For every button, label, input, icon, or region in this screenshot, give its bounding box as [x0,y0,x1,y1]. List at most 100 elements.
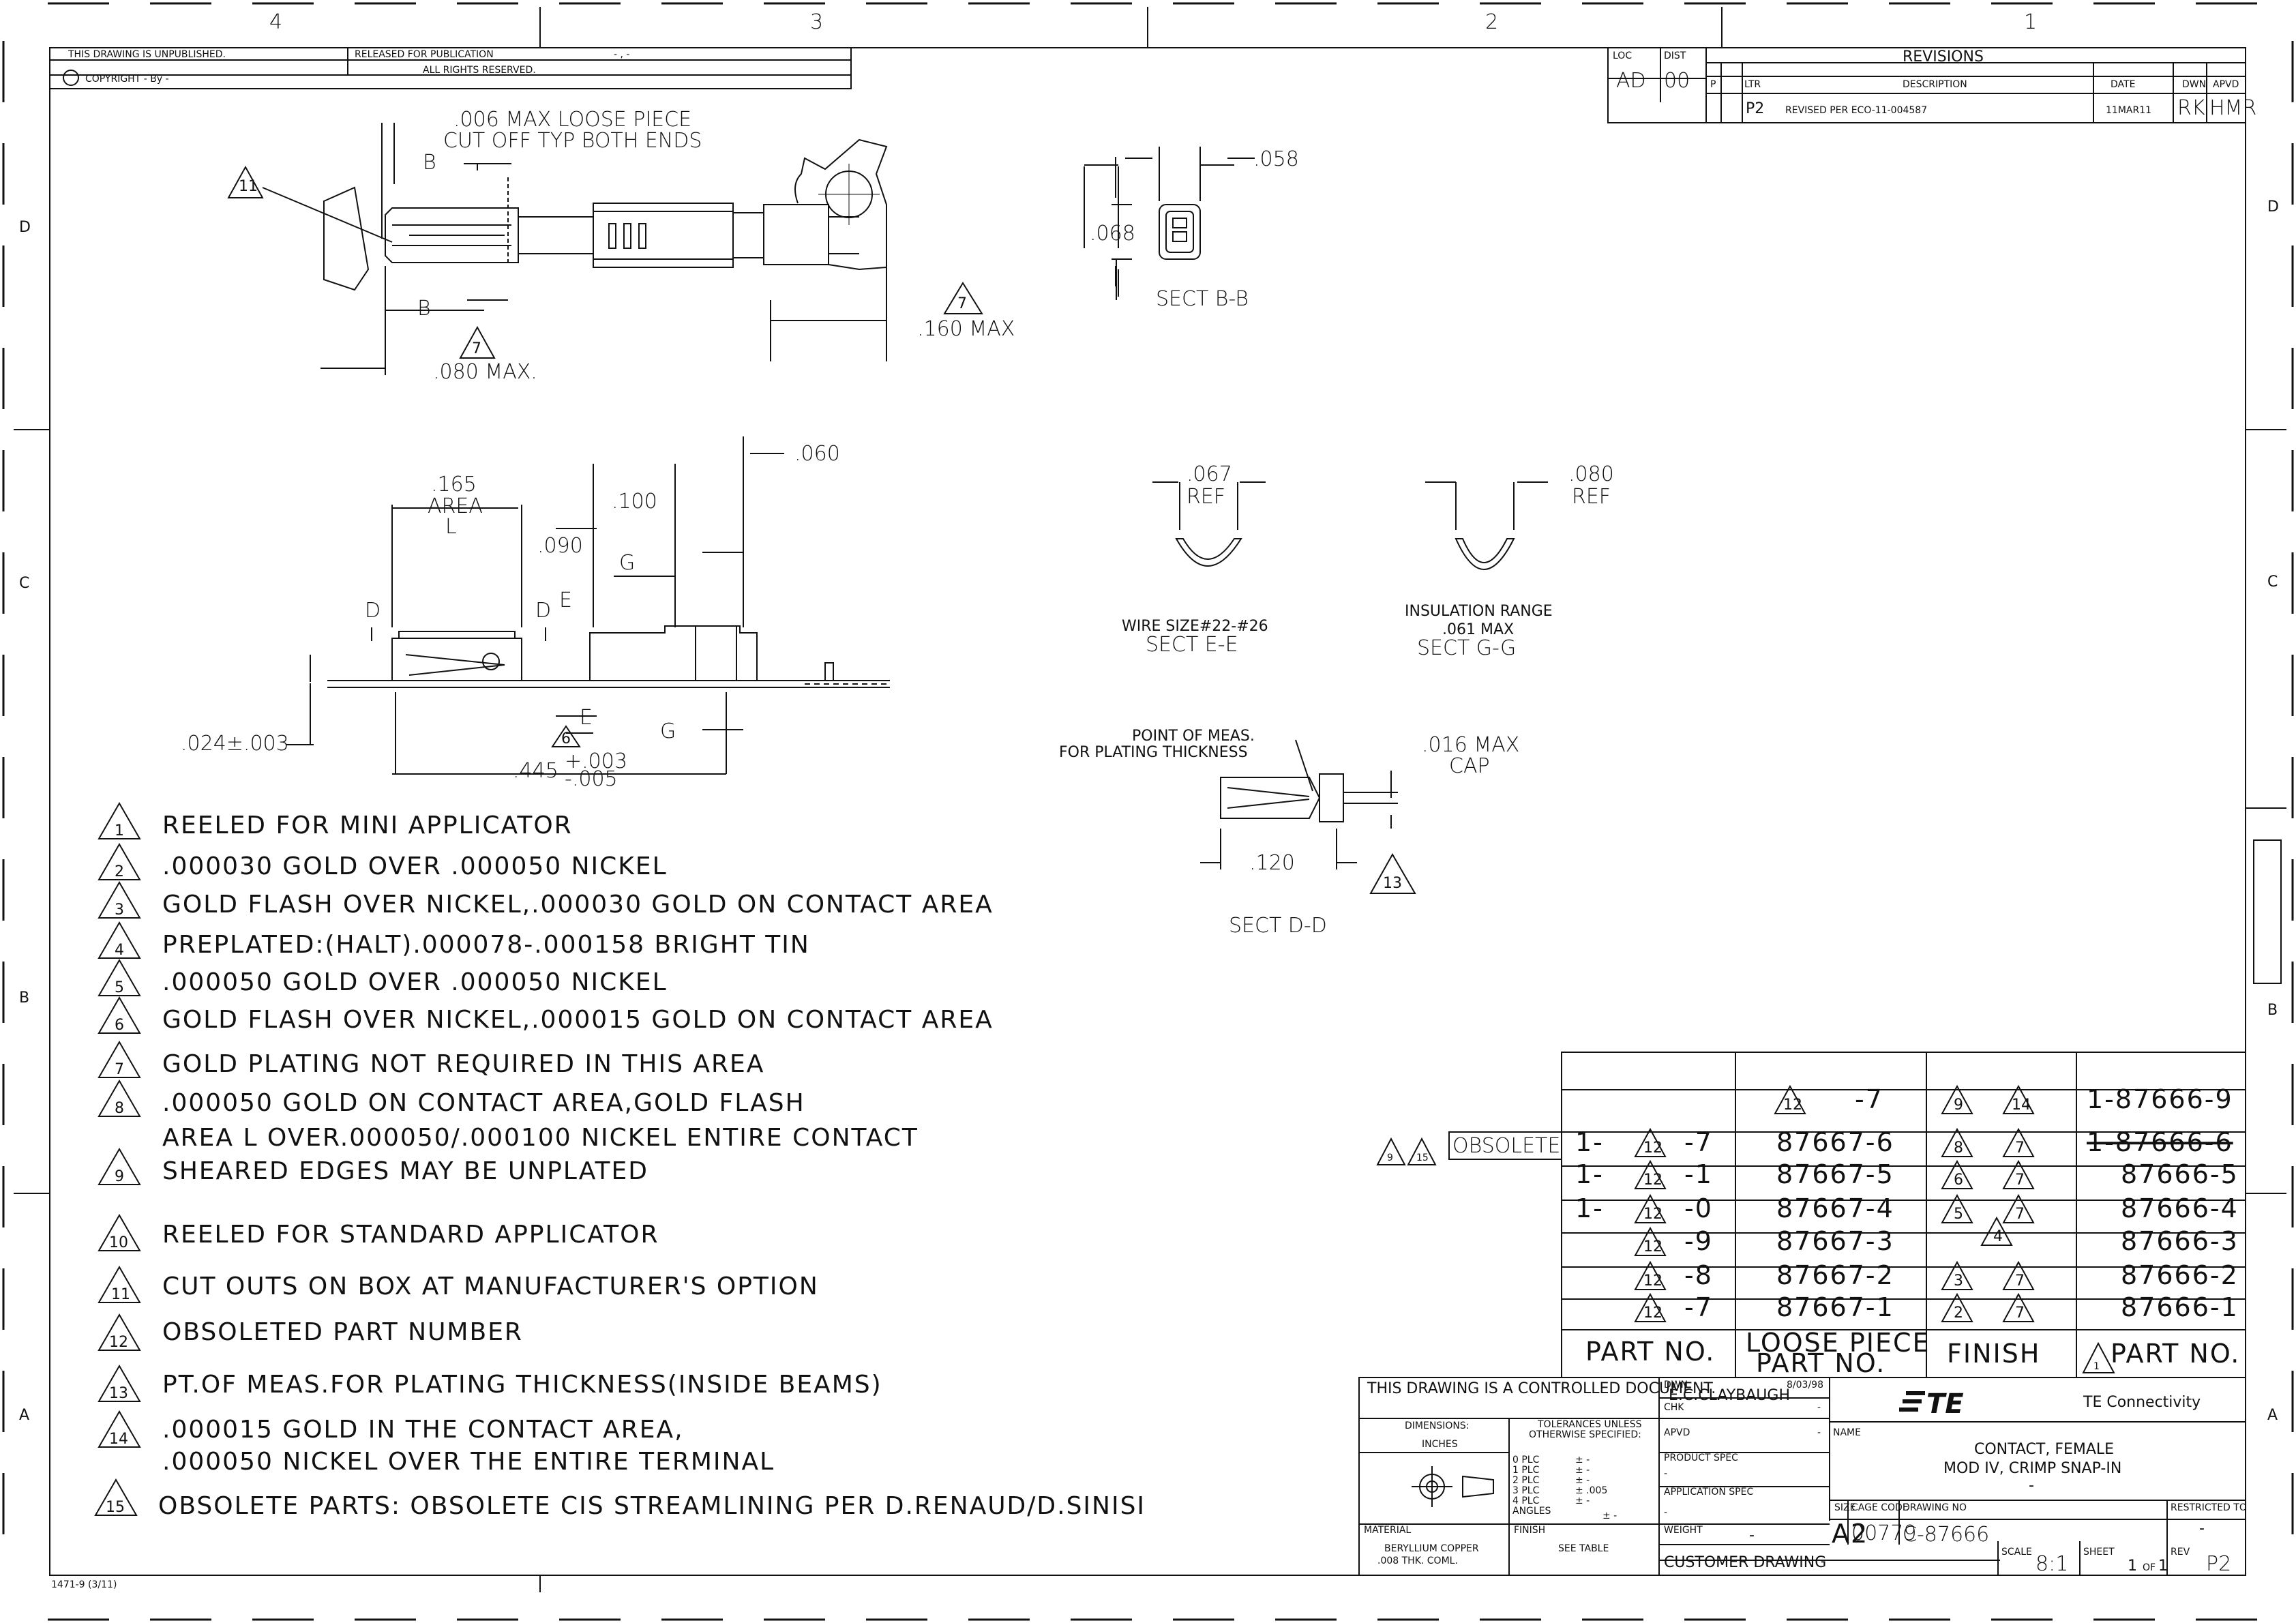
header-loose-part-no: PART NO. [1756,1348,1885,1378]
row-loose-part-no: 87667-1 [1776,1292,1894,1322]
apvd-label: APVD [1664,1427,1690,1438]
note-7-triangle-a-label: 7 [472,340,481,357]
section-dd [1200,739,1398,869]
ref-label-ee: REF [1187,485,1225,509]
note-14-number: 14 [109,1431,128,1448]
tolerances-label: TOLERANCES UNLESS [1537,1419,1642,1430]
obsolete-tri-b-label: 15 [1416,1152,1429,1163]
inches-label: INCHES [1422,1439,1458,1450]
note-4-text: PREPLATED:(HALT).000078-.000158 BRIGHT T… [162,931,810,959]
obsolete-tri-a-label: 9 [1387,1152,1393,1163]
size-value: A2 [1832,1519,1868,1549]
note-7-text: GOLD PLATING NOT REQUIRED IN THIS AREA [162,1050,764,1078]
note-3-number: 3 [115,902,124,919]
copyright-text: COPYRIGHT - By - [85,74,169,85]
row-part-no: 87666-5 [2121,1159,2239,1189]
col-label-1: 1 [2024,10,2037,34]
product-spec-label: PRODUCT SPEC [1664,1453,1738,1463]
dim-120: .120 [1249,851,1295,875]
row-finish-b-label: 7 [2015,1140,2025,1157]
chk-label: CHK [1664,1402,1684,1413]
note-10-number: 10 [109,1234,128,1251]
note-15-text: OBSOLETE PARTS: OBSOLETE CIS STREAMLININ… [158,1492,1146,1520]
top-view-contact [323,123,888,301]
note-3-text: GOLD FLASH OVER NICKEL,.000030 GOLD ON C… [162,891,994,919]
row-finish-b-triangle [2002,1127,2035,1157]
row-finish-b-label: 7 [2015,1206,2025,1223]
section-mark-d-right: D [535,599,551,623]
row-prefix: 1- [1575,1127,1604,1157]
plc-angles: ANGLES [1512,1506,1551,1517]
note-6-triangle [551,725,581,747]
header-final-part-no: PART NO. [2111,1339,2240,1369]
publication-box [49,47,852,89]
row-label-a-left: A [19,1407,29,1424]
dim-067: .067 [1187,462,1232,486]
note-2-text: .000030 GOLD OVER .000050 NICKEL [162,852,668,880]
size-label: SIZE [1834,1502,1855,1513]
row-obsoleted-triangle [1634,1127,1667,1157]
row-obsoleted-triangle [1634,1193,1667,1223]
area-label: AREA [428,494,483,518]
note-1-number: 1 [115,822,124,839]
rev-dwn: RK [2177,96,2205,120]
loose-piece-note-1: .006 MAX LOOSE PIECE [453,108,691,132]
finish-value: SEE TABLE [1558,1543,1609,1554]
note-8-text-cont: AREA L OVER.000050/.000100 NICKEL ENTIRE… [162,1124,919,1152]
note-14-text: .000015 GOLD IN THE CONTACT AREA, [162,1416,684,1444]
note-14-text-cont: .000050 NICKEL OVER THE ENTIRE TERMINAL [162,1448,775,1476]
rev-header-dwn: DWN [2182,79,2206,90]
row-obsoleted-triangle [1634,1260,1667,1290]
section-gg [1425,481,1548,570]
col-label-3: 3 [810,10,823,34]
note-13-number: 13 [109,1385,128,1402]
cage-code-value: 00779 [1851,1521,1916,1545]
row-part-no: 87666-1 [2121,1292,2239,1322]
note-7-number: 7 [115,1061,124,1078]
loc-label: LOC [1613,50,1632,61]
customer-drawing-label: CUSTOMER DRAWING [1664,1554,1826,1571]
rights-text: ALL RIGHTS RESERVED. [423,65,536,76]
section-mark-b-top: B [423,151,436,175]
dim-058: .058 [1253,147,1299,171]
name-label: NAME [1833,1427,1861,1438]
controlled-doc-text: THIS DRAWING IS A CONTROLLED DOCUMENT. [1367,1380,1716,1397]
part-name-2: MOD IV, CRIMP SNAP-IN [1943,1460,2121,1477]
plc-1: 1 PLC [1512,1465,1540,1476]
sheet-of: OF [2143,1562,2156,1573]
application-spec-label: APPLICATION SPEC [1664,1487,1753,1498]
dist-value: 00 [1664,69,1690,93]
row-suffix: -9 [1684,1226,1713,1256]
row-label-a-right: A [2267,1407,2278,1424]
row-finish-b-label: 14 [2012,1097,2031,1114]
row-part-no: 87666-2 [2121,1260,2239,1290]
row-finish-a-triangle [1941,1127,1973,1157]
row-finish-a-triangle [1941,1193,1973,1223]
obsolete-label: OBSOLETE [1452,1134,1560,1158]
dim-090: .090 [537,534,583,558]
plc-3: 3 PLC [1512,1485,1540,1496]
section-gg-title: SECT G-G [1417,636,1516,660]
row-finish-a-triangle [1941,1260,1973,1290]
note-6-triangle-label: 6 [561,730,571,747]
row-finish-a-label: 3 [1954,1272,1963,1290]
restricted-dash: - [2199,1520,2205,1537]
row-finish-b-label: 7 [2015,1305,2025,1322]
plc-2-val: ± - [1575,1475,1590,1486]
row-finish-a-label: 6 [1954,1172,1963,1189]
dim-060: .060 [794,442,840,466]
rev-description: REVISED PER ECO-11-004587 [1785,105,1927,116]
row-obsoleted-triangle [1634,1226,1667,1256]
rev-header-apvd: APVD [2213,79,2239,90]
dist-label: DIST [1664,50,1686,61]
part-name-dash: - [2029,1477,2034,1494]
row-loose-part-no: -7 [1855,1084,1883,1114]
loc-value: AD [1616,69,1646,93]
note-9-text: SHEARED EDGES MAY BE UNPLATED [162,1157,648,1185]
row-loose-part-no: 87667-5 [1776,1159,1894,1189]
note-8-text: .000050 GOLD ON CONTACT AREA,GOLD FLASH [162,1089,805,1117]
cage-code-label: CAGE CODE [1851,1502,1909,1513]
row-suffix: -7 [1684,1127,1713,1157]
